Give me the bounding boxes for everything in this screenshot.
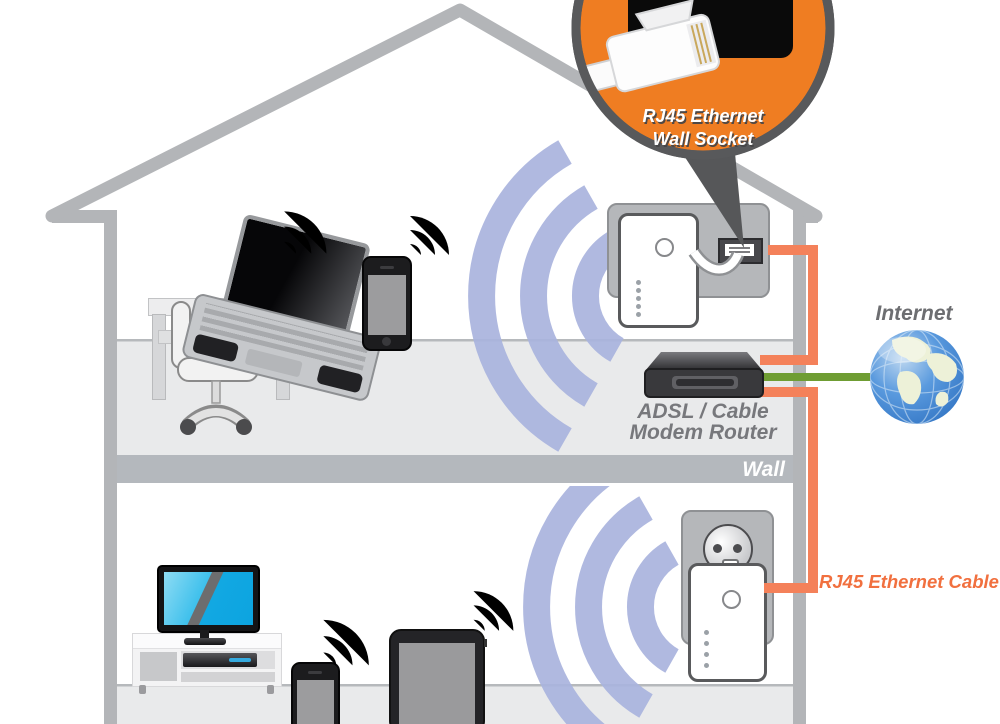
smartphone-screen [297, 680, 334, 724]
cabinet-shelf [181, 672, 275, 682]
adapter-button [655, 238, 674, 257]
smartphone-screen [368, 275, 406, 335]
coverage-arcs-upper [468, 140, 625, 452]
cabinet-leg [267, 685, 274, 694]
phone-home-button [382, 337, 391, 346]
internet-globe-icon [870, 330, 964, 424]
callout-pointer [679, 148, 744, 248]
rj45-connector-photo [576, 0, 793, 100]
adapter-patch-cable [690, 249, 742, 274]
tv-screen [164, 572, 253, 625]
modem-router [644, 352, 764, 398]
router-label-line2: Modem Router [629, 421, 777, 444]
tablet-button [484, 639, 487, 647]
powerline-adapter-lower [688, 563, 767, 682]
internet-label: Internet [875, 302, 953, 325]
right-wall [793, 212, 806, 724]
set-top-box [183, 653, 257, 667]
set-top-box-leds [229, 658, 251, 662]
callout-label-line2: Wall Socket [652, 129, 754, 149]
coverage-arcs-lower [523, 486, 680, 724]
tablet [389, 629, 487, 724]
smartphone [291, 662, 340, 724]
smartphone [362, 256, 412, 351]
floor-slab [117, 455, 793, 483]
powerline-adapter-upper [618, 213, 699, 328]
callout-label-line1: RJ45 Ethernet [642, 106, 764, 126]
ethernet-cable-label: RJ45 Ethernet Cable [819, 571, 999, 592]
left-wall [104, 212, 117, 724]
tv-stand-neck [200, 630, 209, 639]
rj45-ethernet-cable-upper [760, 245, 818, 365]
router-label-line1: ADSL / Cable [637, 400, 769, 423]
rj45-ethernet-cable-lower [760, 387, 818, 593]
cabinet-door [140, 652, 177, 681]
wall-label: Wall [742, 458, 785, 481]
phone-speaker [380, 266, 394, 269]
tv-stand-base [184, 638, 226, 645]
tv [157, 565, 260, 633]
upper-floor-edge [117, 339, 793, 342]
tablet-screen [399, 643, 475, 724]
phone-speaker [308, 671, 322, 674]
adapter-button [722, 590, 741, 609]
cabinet-leg [139, 685, 146, 694]
